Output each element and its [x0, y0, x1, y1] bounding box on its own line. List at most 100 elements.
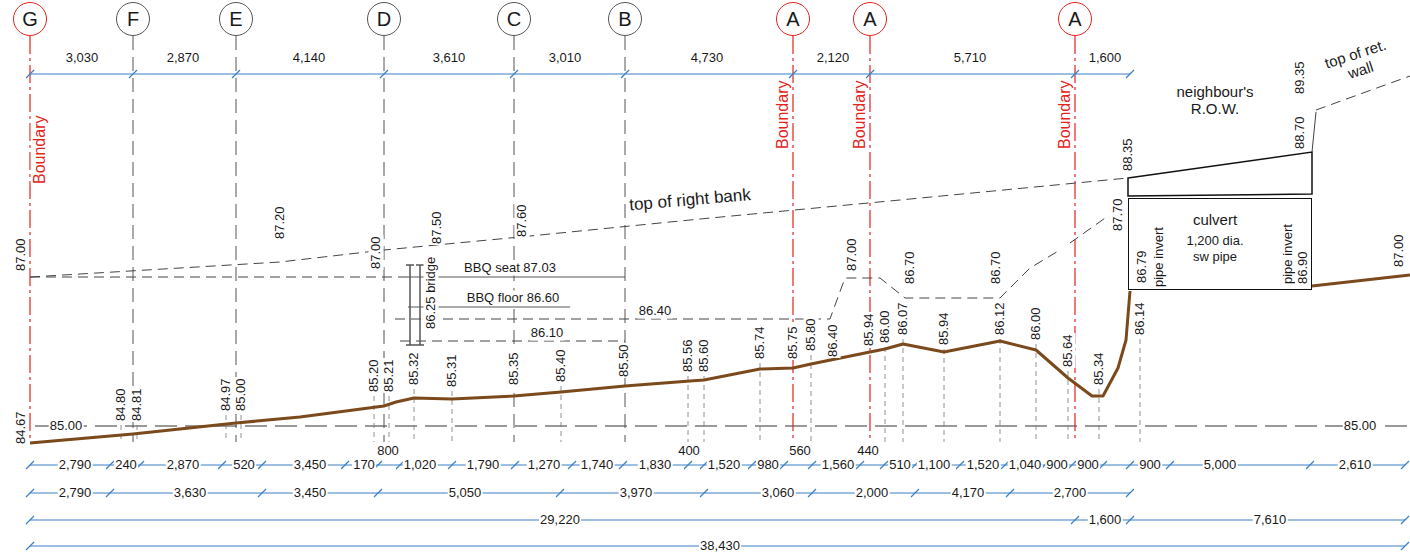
level-label: 86.10 — [530, 326, 565, 341]
dimension-text: 3,450 — [293, 486, 328, 501]
level-label: 86.90 — [1296, 250, 1311, 285]
bbq-line — [408, 277, 625, 307]
dimension-text: 5,000 — [1203, 458, 1238, 473]
culvert-title: culvert — [1193, 211, 1237, 229]
dimension-text: 520 — [232, 458, 256, 473]
dimension-text: 2,000 — [855, 486, 890, 501]
grid-bubble: A — [1058, 2, 1092, 36]
dimension-text: 1,560 — [821, 458, 856, 473]
dimension-text: 3,610 — [432, 51, 467, 66]
level-label: 86.25 bridge — [424, 256, 439, 330]
level-label: 84.67 — [14, 410, 29, 445]
grid-letter: A — [1068, 7, 1081, 31]
level-leader — [121, 339, 1140, 442]
level-label: 85.94 — [862, 312, 877, 347]
grid-line — [133, 36, 625, 442]
dimension-text: 4,730 — [690, 51, 725, 66]
dimension-text: 560 — [788, 444, 812, 459]
dimension-text: 1,020 — [403, 458, 438, 473]
level-label: 85.35 — [507, 351, 522, 386]
level-label: 85.20 — [367, 358, 382, 393]
dimension-text: 3,450 — [293, 458, 328, 473]
level-label: 85.94 — [937, 311, 952, 346]
grid-bubble: G — [13, 2, 47, 36]
dimension-text: 440 — [856, 444, 880, 459]
dimension-text: 2,870 — [166, 458, 201, 473]
dimension-text: 7,610 — [1253, 513, 1288, 528]
bank-line — [30, 178, 1128, 277]
level-label: 85.75 — [786, 325, 801, 360]
level-label: 85.00 — [234, 377, 249, 412]
pipe-note: pipe invert — [1152, 226, 1167, 288]
level-label: 86.07 — [896, 301, 911, 336]
wall-leader — [1312, 112, 1316, 152]
dimension-text: 900 — [1138, 458, 1162, 473]
dimension-text: 5,050 — [448, 486, 483, 501]
dimension-text: 800 — [376, 444, 400, 459]
level-label: 84.81 — [130, 387, 145, 422]
dimension-text: 3,630 — [173, 486, 208, 501]
grid-letter: C — [507, 7, 521, 31]
boundary-label: Boundary — [1056, 80, 1074, 151]
boundary-label: Boundary — [774, 80, 792, 151]
level-label: 89.35 — [1293, 60, 1308, 95]
dimension-text: 38,430 — [699, 539, 741, 554]
dimension-tick — [26, 461, 1409, 550]
level-label: 85.56 — [681, 338, 696, 373]
dimension-line — [30, 465, 1405, 546]
level-label: 85.80 — [804, 317, 819, 352]
level-label: 86.70 — [989, 250, 1004, 285]
dimension-text: 29,220 — [539, 513, 581, 528]
dimension-text: 1,270 — [527, 458, 562, 473]
dimension-text: 900 — [1076, 458, 1100, 473]
bbq-level: BBQ floor 86.60 — [466, 291, 561, 306]
level-label: 86.40 — [826, 323, 841, 358]
level-label: 88.70 — [1293, 115, 1308, 150]
dimension-text: 3,060 — [761, 486, 796, 501]
level-label: 85.74 — [753, 325, 768, 360]
grid-letter: A — [786, 7, 799, 31]
level-label: 85.00 — [49, 419, 84, 434]
dimension-text: 1,740 — [580, 458, 615, 473]
bridge-symbol — [406, 265, 424, 345]
dimension-text: 1,520 — [707, 458, 742, 473]
dimension-text: 1,520 — [966, 458, 1001, 473]
dimension-text: 2,120 — [816, 51, 851, 66]
level-label: 87.00 — [369, 235, 384, 270]
level-label: 86.14 — [1133, 301, 1148, 336]
boundary-label: Boundary — [31, 115, 49, 186]
grid-letter: G — [22, 7, 38, 31]
grid-letter: E — [229, 7, 242, 31]
note-label: top of ret. wall — [1317, 34, 1398, 90]
level-label: 85.60 — [697, 338, 712, 373]
dimension-text: 4,140 — [292, 51, 327, 66]
dimension-text: 2,870 — [166, 51, 201, 66]
level-label: 86.40 — [638, 304, 673, 319]
culvert-note: 1,200 dia. sw pipe — [1179, 233, 1251, 264]
dimension-text: 2,610 — [1338, 458, 1373, 473]
level-label: 85.21 — [382, 358, 397, 393]
dimension-text: 900 — [1045, 458, 1069, 473]
level-label: 87.00 — [1392, 233, 1407, 268]
dimension-text: 3,010 — [548, 51, 583, 66]
level-label: 86.70 — [903, 250, 918, 285]
level-label: 87.50 — [430, 210, 445, 245]
level-label: 86.79 — [1135, 249, 1150, 284]
level-label: 84.97 — [219, 377, 234, 412]
dimension-text: 1,790 — [466, 458, 501, 473]
level-label: 87.60 — [515, 203, 530, 238]
level-label: 86.00 — [878, 309, 893, 344]
grid-bubble: A — [853, 2, 887, 36]
boundary-label: Boundary — [851, 80, 869, 151]
dimension-text: 2,700 — [1053, 486, 1088, 501]
dimension-text: 1,040 — [1008, 458, 1043, 473]
dimension-text: 1,830 — [638, 458, 673, 473]
level-label: 85.31 — [445, 353, 460, 388]
pipe-note: pipe invert — [1281, 223, 1296, 285]
note-label: top of right bank — [627, 185, 752, 215]
grid-bubble: F — [116, 2, 150, 36]
dimension-text: 3,030 — [65, 51, 100, 66]
level-label: 85.34 — [1092, 351, 1107, 386]
note-label: neighbour's R.O.W. — [1159, 83, 1271, 118]
level-label: 86.12 — [993, 301, 1008, 336]
